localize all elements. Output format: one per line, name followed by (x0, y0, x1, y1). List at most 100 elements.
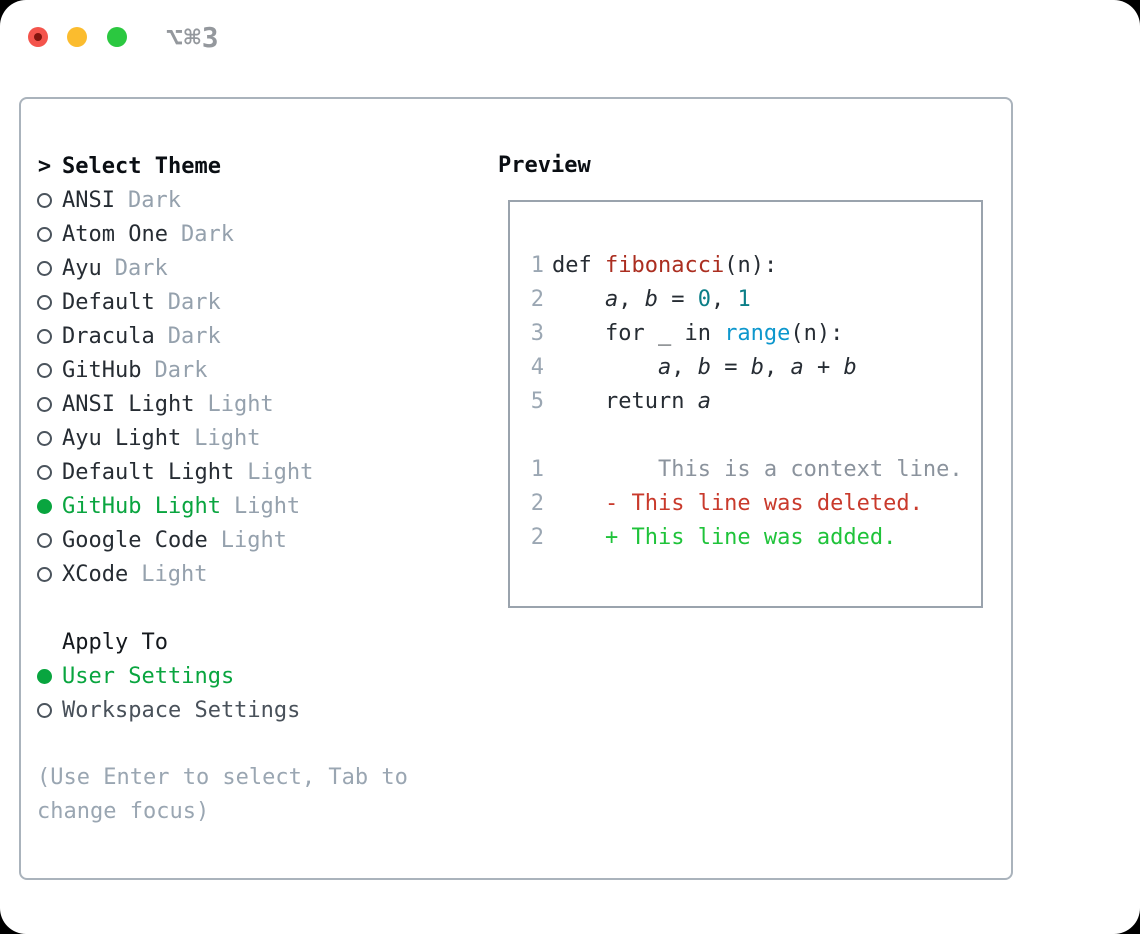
apply-label: Workspace Settings (62, 697, 301, 723)
theme-option-ayu-light[interactable]: Ayu Light Light (37, 421, 487, 455)
code-token: + (803, 355, 844, 380)
radio-icon (37, 430, 52, 446)
code-line: 3 for _ in range(n): (530, 317, 981, 351)
code-line: 5 return a (530, 385, 981, 419)
code-token: , (710, 287, 738, 312)
focus-prompt-icon: > (37, 153, 52, 179)
code-content: - This line was deleted. (552, 487, 923, 521)
code-content: a, b = 0, 1 (552, 283, 751, 317)
radio-icon (37, 498, 52, 514)
theme-name: Ayu Light (62, 425, 182, 451)
code-token: for _ in (552, 321, 725, 346)
theme-variant: Light (194, 425, 261, 451)
code-line: 2 - This line was deleted. (530, 487, 981, 521)
code-token: a (697, 389, 711, 414)
apply-to-header: Apply To (37, 625, 487, 659)
code-token: (n): (790, 321, 844, 346)
code-line: 1 This is a context line. (530, 453, 981, 487)
apply-option-workspace-settings[interactable]: Workspace Settings (37, 693, 487, 727)
code-line: 2 a, b = 0, 1 (530, 283, 981, 317)
code-token: = (657, 287, 698, 312)
code-token: - This line was deleted. (552, 491, 923, 516)
theme-name: Google Code (62, 527, 208, 553)
theme-name: GitHub Light (62, 493, 221, 519)
code-line (530, 419, 981, 453)
line-number: 2 (530, 491, 544, 516)
code-token: 0 (697, 287, 711, 312)
theme-variant: Dark (154, 357, 208, 383)
code-line: 4 a, b = b, a + b (530, 351, 981, 385)
theme-name: ANSI (62, 187, 115, 213)
code-token (552, 355, 658, 380)
code-content: a, b = b, a + b (552, 351, 857, 385)
theme-name: Dracula (62, 323, 155, 349)
theme-name: Ayu (62, 255, 102, 281)
code-content: This is a context line. (552, 453, 963, 487)
maximize-button[interactable] (107, 27, 127, 47)
radio-icon (37, 362, 52, 378)
unsaved-dot-icon (34, 33, 42, 41)
spacer (37, 727, 487, 761)
theme-variant: Dark (127, 187, 181, 213)
theme-option-ayu[interactable]: Ayu Dark (37, 251, 487, 285)
radio-icon (37, 260, 52, 276)
code-token: range (724, 321, 791, 346)
line-number (530, 419, 544, 453)
code-token: a (790, 355, 804, 380)
code-token: b (644, 287, 658, 312)
window-title: ⌥⌘3 (166, 21, 220, 54)
line-number: 1 (530, 457, 544, 482)
keyboard-hint: (Use Enter to select, Tab to change focu… (37, 765, 408, 824)
radio-icon (37, 328, 52, 344)
radio-icon (37, 294, 52, 310)
code-token: + This line was added. (552, 525, 897, 550)
radio-icon (37, 464, 52, 480)
code-token: , (618, 287, 645, 312)
code-token (552, 287, 605, 312)
radio-icon (37, 532, 52, 548)
theme-variant: Dark (180, 221, 234, 247)
code-token: b (697, 355, 711, 380)
code-token: = (710, 355, 751, 380)
theme-name: XCode (62, 561, 129, 587)
line-number: 5 (530, 389, 544, 414)
radio-icon (37, 702, 52, 718)
apply-option-user-settings[interactable]: User Settings (37, 659, 487, 693)
theme-name: Default (62, 289, 155, 315)
close-button[interactable] (28, 27, 48, 47)
select-theme-header: > Select Theme (37, 149, 487, 183)
code-token: return (552, 389, 698, 414)
code-line: 2 + This line was added. (530, 521, 981, 555)
theme-option-atom-one[interactable]: Atom One Dark (37, 217, 487, 251)
theme-name: Default Light (62, 459, 235, 485)
line-number: 3 (530, 321, 544, 346)
code-token: fibonacci (604, 253, 725, 278)
radio-icon (37, 396, 52, 412)
minimize-button[interactable] (67, 27, 87, 47)
code-token: b (843, 355, 857, 380)
code-token: This is a context line. (552, 457, 963, 482)
theme-option-github-light[interactable]: GitHub Light Light (37, 489, 487, 523)
theme-name: Atom One (62, 221, 168, 247)
theme-variant: Dark (114, 255, 168, 281)
code-token: a (604, 287, 619, 312)
theme-variant: Light (233, 493, 301, 519)
theme-option-ansi[interactable]: ANSI Dark (37, 183, 487, 217)
titlebar: ⌥⌘3 (0, 0, 1140, 75)
radio-icon (37, 668, 52, 684)
